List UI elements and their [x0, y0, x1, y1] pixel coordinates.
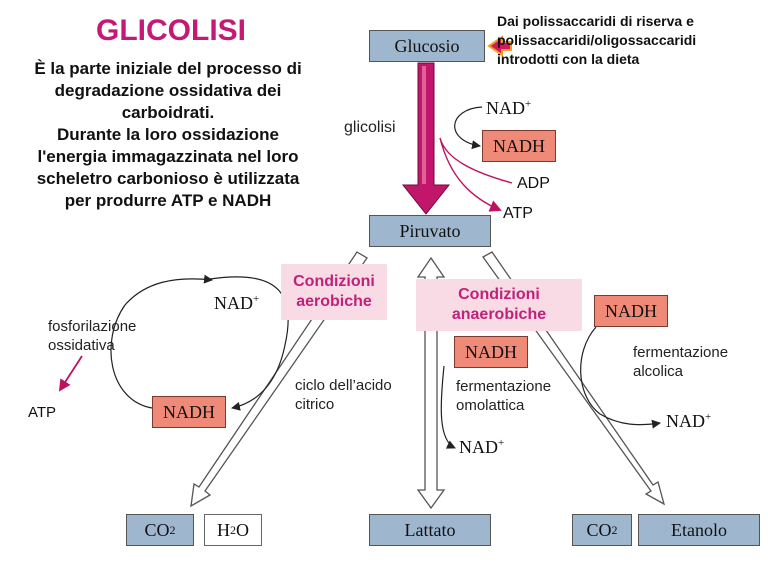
description-line: È la parte iniziale del processo di [34, 59, 302, 78]
condition-line: Condizioni [293, 273, 375, 290]
lactic-nadh-box: NADH [454, 336, 528, 368]
lactic-fermentation-label: fermentazione omolattica [456, 377, 551, 415]
aerobic-nad: NAD+ [214, 293, 259, 314]
description-line: carboidrati. [121, 103, 215, 122]
aerobic-condition-label: Condizioni aerobiche [281, 264, 387, 320]
anaerobic-condition-label: Condizioni anaerobiche [416, 279, 582, 331]
glucose-source-note: Dai polissaccaridi di riserva e polissac… [497, 12, 762, 69]
nad-text: NAD [666, 411, 705, 431]
process-line: fermentazione [633, 344, 729, 361]
plus-superscript: + [498, 437, 505, 449]
glycolysis-atp: ATP [503, 205, 533, 222]
source-line: introdotti con la dieta [497, 51, 640, 67]
aerobic-nad-curve [209, 276, 289, 411]
alcoholic-nad-curve [580, 326, 661, 429]
h2o-text: H [217, 519, 230, 540]
h2o-o: O [236, 519, 249, 540]
plus-superscript: + [705, 411, 712, 423]
nad-text: NAD [214, 293, 253, 313]
condition-line: aerobiche [296, 293, 372, 310]
process-line: omolattica [456, 397, 525, 414]
source-line: polissaccaridi/oligossaccaridi [497, 32, 697, 48]
glycolysis-label: glicolisi [344, 119, 396, 136]
glucosio-node: Glucosio [369, 30, 485, 62]
citric-cycle-label: ciclo dell’acido citrico [295, 376, 392, 414]
glycolysis-nadh-box: NADH [482, 130, 556, 162]
aerobic-atp: ATP [28, 404, 57, 421]
page-title: GLICOLISI [96, 14, 246, 47]
lactate-hollow-arrow [416, 256, 446, 510]
condition-line: anaerobiche [451, 306, 547, 323]
oxphos-atp-arrow [58, 355, 83, 392]
cycle-line: ciclo dell’acido [295, 377, 392, 394]
process-line: alcolica [633, 363, 684, 380]
plus-superscript: + [525, 98, 532, 110]
nad-text: NAD [459, 437, 498, 457]
lattato-node: Lattato [369, 514, 491, 546]
cycle-line: citrico [295, 396, 335, 413]
h2o-subscript: 2 [230, 522, 236, 537]
description-line: per produrre ATP e NADH [64, 191, 272, 210]
glycolysis-nad-curve [454, 106, 483, 150]
alcoholic-fermentation-label: fermentazione alcolica [633, 343, 728, 381]
aerobic-nadh-box: NADH [152, 396, 226, 428]
source-arrow [487, 35, 512, 57]
description-line: Durante la loro ossidazione [57, 125, 279, 144]
glycolysis-nad: NAD+ [486, 98, 531, 119]
condition-line: Condizioni [458, 286, 540, 303]
etanolo-node: Etanolo [638, 514, 760, 546]
source-line: Dai polissaccaridi di riserva e [497, 13, 694, 29]
plus-superscript: + [253, 293, 260, 305]
lactic-nad-curve [440, 365, 456, 449]
glycolysis-adp: ADP [517, 175, 550, 192]
co2-subscript: 2 [611, 522, 618, 537]
nad-text: NAD [486, 98, 525, 118]
co2-text: CO [586, 519, 612, 540]
oxidative-phosphorylation-label: fosforilazione ossidativa [48, 317, 136, 355]
glycolysis-main-arrow [401, 62, 451, 215]
alcoholic-nadh-box: NADH [594, 295, 668, 327]
process-line: fermentazione [456, 378, 552, 395]
lactic-nad: NAD+ [459, 437, 504, 458]
description-line: degradazione ossidativa dei [54, 81, 282, 100]
co2-text: CO [144, 519, 170, 540]
co2-subscript: 2 [169, 522, 176, 537]
alcoholic-nad: NAD+ [666, 411, 711, 432]
description: È la parte iniziale del processo di degr… [8, 58, 328, 212]
description-line: l'energia immagazzinata nel loro [37, 147, 299, 166]
piruvato-node: Piruvato [369, 215, 491, 247]
glycolysis-adp-curve [439, 137, 513, 212]
description-line: scheletro carbonioso è utilizzata [36, 169, 300, 188]
process-line: ossidativa [48, 337, 115, 354]
process-line: fosforilazione [48, 318, 137, 335]
aerobic-nadh-curve [110, 274, 213, 409]
